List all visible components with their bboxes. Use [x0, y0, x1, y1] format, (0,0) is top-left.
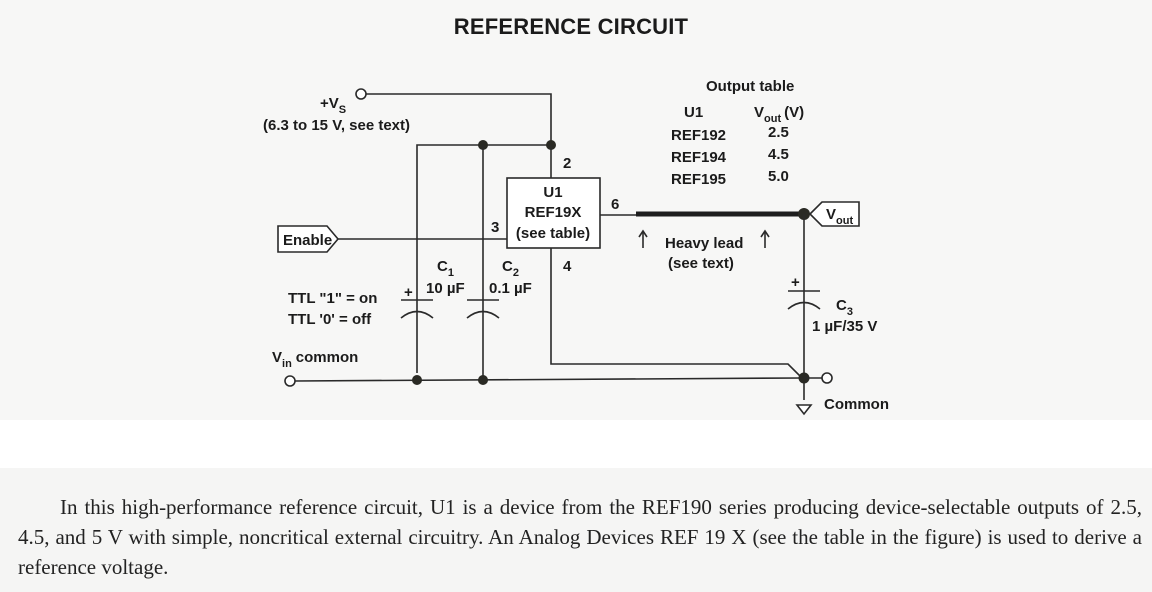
- figure-title: REFERENCE CIRCUIT: [453, 14, 689, 39]
- c1-polarity: +: [404, 284, 413, 301]
- enable-label: Enable: [283, 232, 332, 249]
- capacitor-c1: [400, 299, 434, 319]
- output-table: Output table U1 Vout(V) REF192 2.5 REF19…: [671, 78, 804, 188]
- c3-polarity: +: [791, 274, 800, 291]
- paragraph-text: In this high-performance reference circu…: [18, 495, 1142, 579]
- arrow-up-icon: [760, 229, 770, 248]
- pin-2-label: 2: [563, 155, 571, 172]
- output-table-header-u1: U1: [684, 104, 703, 121]
- top-rail: [416, 144, 551, 373]
- supply-range: (6.3 to 15 V, see text): [263, 117, 410, 134]
- supply-line: [366, 93, 552, 145]
- supply-label: +VS: [320, 95, 346, 116]
- pin-6-label: 6: [611, 196, 619, 213]
- heavy-lead-label: Heavy lead: [665, 235, 743, 252]
- table-cell-part: REF192: [671, 127, 726, 144]
- common-label: Common: [824, 396, 889, 413]
- enable-connector: [277, 225, 340, 253]
- common-rail: [294, 377, 803, 382]
- schematic: +VS (6.3 to 15 V, see text) 2 U1 REF19X …: [263, 78, 889, 416]
- vin-common-terminal: [284, 375, 296, 387]
- output-table-header-vout: Vout(V): [754, 104, 804, 125]
- output-table-title: Output table: [706, 78, 794, 95]
- table-cell-part: REF194: [671, 149, 727, 166]
- vout-label: Vout: [826, 206, 853, 227]
- pin-3-label: 3: [491, 219, 499, 236]
- vout-connector: [808, 201, 860, 227]
- c2-label: C2: [502, 258, 519, 279]
- capacitor-c2: [466, 299, 500, 319]
- ic-line2: REF19X: [525, 204, 582, 221]
- ground-icon: [795, 404, 813, 416]
- c1-label: C1: [437, 258, 454, 279]
- c3-value: 1 µF/35 V: [812, 318, 877, 335]
- description-paragraph: In this high-performance reference circu…: [18, 492, 1142, 582]
- ttl-note-1: TTL "1" = on: [288, 290, 377, 307]
- table-cell-part: REF195: [671, 171, 726, 188]
- junction-dot: [478, 375, 488, 385]
- text-area: [0, 468, 1152, 592]
- supply-wire: [355, 88, 552, 145]
- ttl-note-2: TTL '0' = off: [288, 311, 372, 328]
- common-terminal: [821, 372, 833, 384]
- table-cell-vout: 2.5: [768, 124, 789, 141]
- c3-label: C3: [836, 297, 853, 318]
- heavy-lead-note: (see text): [668, 255, 734, 272]
- arrow-up-icon: [638, 229, 648, 248]
- pin-4-label: 4: [563, 258, 572, 275]
- supply-terminal: [355, 88, 367, 100]
- table-cell-vout: 4.5: [768, 146, 789, 163]
- junction-dot: [412, 375, 422, 385]
- c1-value: 10 µF: [426, 280, 465, 297]
- c2-value: 0.1 µF: [489, 280, 532, 297]
- ic-line1: U1: [543, 184, 562, 201]
- table-cell-vout: 5.0: [768, 168, 789, 185]
- ic-u1: [506, 177, 601, 249]
- capacitor-c3: [787, 290, 821, 310]
- pin4-ground-wire: [550, 248, 803, 379]
- ic-line3: (see table): [516, 225, 590, 242]
